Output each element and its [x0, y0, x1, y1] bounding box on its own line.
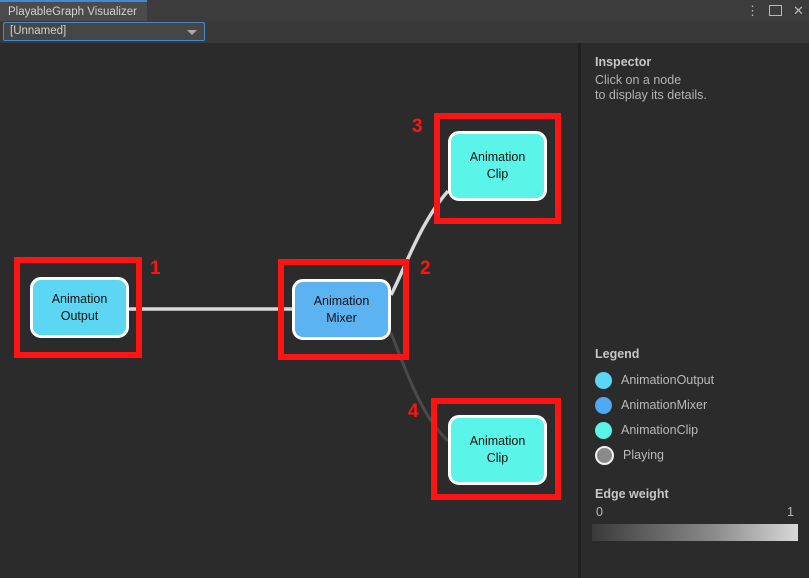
edge-weight-min-label: 0	[596, 505, 603, 519]
annotation-number-3: 3	[412, 116, 423, 137]
legend-item-label: Playing	[623, 448, 664, 462]
annotation-rect-4	[431, 398, 561, 500]
legend-item-playing: Playing	[595, 445, 664, 465]
legend-item-label: AnimationClip	[621, 423, 699, 437]
inspector-title: Inspector	[595, 55, 652, 69]
tab-playablegraph-visualizer[interactable]: PlayableGraph Visualizer	[0, 0, 147, 21]
annotation-rect-1	[14, 257, 142, 358]
edge-weight-gradient-bar	[592, 524, 798, 541]
legend-item-label: AnimationMixer	[621, 398, 708, 412]
annotation-number-2: 2	[420, 258, 431, 279]
edge-weight-title: Edge weight	[595, 487, 669, 501]
legend-item-animationmixer: AnimationMixer	[595, 395, 707, 415]
window-titlebar: PlayableGraph Visualizer ⋮ ✕	[0, 0, 809, 21]
maximize-icon[interactable]	[769, 5, 782, 16]
annotation-number-4: 4	[408, 401, 419, 422]
tab-label: PlayableGraph Visualizer	[8, 6, 137, 18]
edge-clipbottom-to-mixer	[389, 332, 450, 443]
window-controls: ⋮ ✕	[746, 0, 805, 21]
close-icon[interactable]: ✕	[793, 3, 804, 18]
legend-swatch-icon	[595, 445, 614, 465]
legend-item-animationclip: AnimationClip	[595, 420, 698, 440]
legend-swatch-icon	[595, 421, 612, 439]
panel-divider	[578, 43, 581, 578]
annotation-rect-3	[434, 113, 561, 224]
kebab-menu-icon[interactable]: ⋮	[746, 3, 759, 18]
graph-selector-dropdown[interactable]: [Unnamed]	[3, 22, 205, 41]
inspector-hint-line2: to display its details.	[595, 88, 707, 102]
annotation-rect-2	[278, 259, 409, 360]
legend-item-label: AnimationOutput	[621, 373, 715, 387]
graph-selector-value: [Unnamed]	[10, 25, 67, 37]
toolbar: [Unnamed]	[0, 21, 809, 43]
legend-swatch-icon	[595, 371, 612, 389]
legend-title: Legend	[595, 347, 640, 361]
side-panel: Inspector Click on a node to display its…	[581, 43, 809, 578]
edge-weight-max-label: 1	[787, 505, 794, 519]
legend-item-animationoutput: AnimationOutput	[595, 370, 714, 390]
chevron-down-icon	[187, 30, 197, 35]
annotation-number-1: 1	[150, 258, 161, 279]
legend-swatch-icon	[595, 396, 612, 414]
inspector-hint-line1: Click on a node	[595, 73, 682, 87]
